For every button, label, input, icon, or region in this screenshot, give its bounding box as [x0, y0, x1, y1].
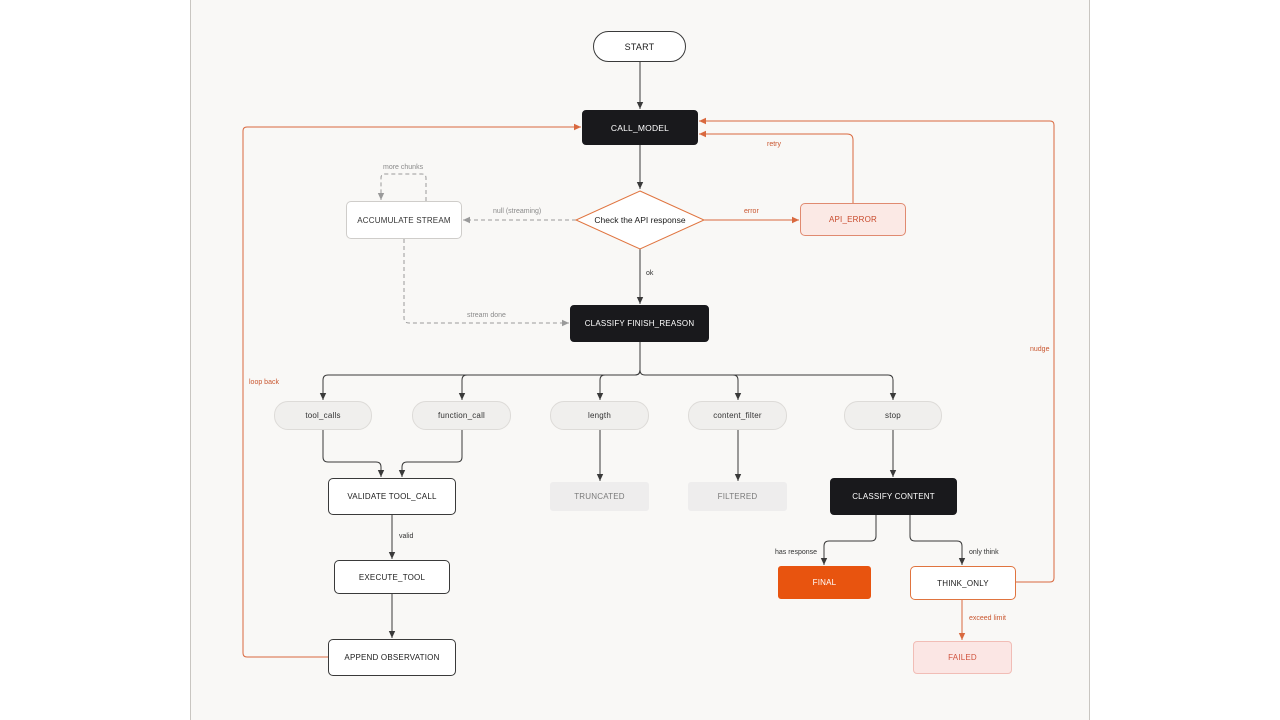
failed-node[interactable]: FAILED [913, 641, 1012, 674]
edge-label-valid: valid [399, 533, 414, 540]
execute-tool-label: EXECUTE_TOOL [358, 572, 426, 582]
accumulate-stream-label: ACCUMULATE STREAM [357, 215, 451, 225]
classify-content-node[interactable]: CLASSIFY CONTENT [830, 478, 957, 515]
edge-label-has-response: has response [775, 549, 818, 556]
edge-label-loop-back: loop back [249, 379, 279, 386]
edge-label-null-streaming: null (streaming) [493, 208, 542, 215]
start-node[interactable]: START [593, 31, 686, 62]
edge-label-nudge: nudge [1030, 346, 1050, 353]
content-filter-node[interactable]: content_filter [688, 401, 787, 430]
final-node[interactable]: FINAL [778, 566, 871, 599]
edge-branch-stop [733, 374, 897, 400]
validate-tool-call-label: VALIDATE TOOL_CALL [347, 492, 437, 501]
filtered-node[interactable]: FILTERED [688, 482, 787, 511]
edge-branch-content-filter [639, 369, 742, 400]
check-api-diamond[interactable] [574, 190, 706, 250]
edge-nudge [699, 117, 1055, 583]
edge-stream-done [403, 239, 569, 327]
call-model-label: CALL_MODEL [610, 122, 670, 133]
failed-label: FAILED [948, 653, 977, 662]
edge-branch-function-call [458, 374, 468, 400]
start-label: START [624, 41, 655, 52]
edge-label-exceed-limit: exceed limit [969, 615, 1006, 622]
truncated-node[interactable]: TRUNCATED [550, 482, 649, 511]
classify-finish-reason-label: CLASSIFY FINISH_REASON [584, 319, 695, 328]
think-only-node[interactable]: THINK_ONLY [910, 566, 1016, 600]
tool-calls-label: tool_calls [305, 411, 341, 420]
edge-branch-tool-calls [319, 369, 641, 400]
append-observation-node[interactable]: APPEND OBSERVATION [328, 639, 456, 676]
accumulate-stream-node[interactable]: ACCUMULATE STREAM [346, 201, 462, 239]
edge-label-only-think: only think [969, 549, 999, 556]
edge-branch-trunk [634, 342, 641, 376]
edge-retry [699, 130, 854, 203]
api-error-node[interactable]: API_ERROR [800, 203, 906, 236]
execute-tool-node[interactable]: EXECUTE_TOOL [334, 560, 450, 594]
stop-node[interactable]: stop [844, 401, 942, 430]
edge-only-think [909, 515, 966, 565]
call-model-node[interactable]: CALL_MODEL [582, 110, 698, 145]
edge-label-retry: retry [767, 141, 781, 148]
edge-label-ok: ok [646, 270, 654, 277]
edge-label-more-chunks: more chunks [383, 164, 424, 171]
final-label: FINAL [812, 578, 837, 587]
check-api-label-box: Check the API response [576, 210, 704, 230]
append-observation-label: APPEND OBSERVATION [344, 653, 440, 662]
edge-branch-length [596, 374, 606, 400]
edge-label-stream-done: stream done [467, 312, 506, 319]
api-error-label: API_ERROR [828, 215, 878, 224]
edge-function-call-validate [398, 430, 463, 477]
edge-more-chunks [377, 173, 427, 201]
length-node[interactable]: length [550, 401, 649, 430]
function-call-node[interactable]: function_call [412, 401, 511, 430]
stop-label: stop [885, 411, 901, 420]
edge-has-response [820, 515, 877, 565]
validate-tool-call-node[interactable]: VALIDATE TOOL_CALL [328, 478, 456, 515]
length-label: length [588, 411, 611, 420]
tool-calls-node[interactable]: tool_calls [274, 401, 372, 430]
filtered-label: FILTERED [717, 492, 758, 501]
function-call-label: function_call [437, 411, 486, 420]
content-filter-label: content_filter [713, 411, 762, 420]
classify-finish-reason-node[interactable]: CLASSIFY FINISH_REASON [570, 305, 709, 342]
classify-content-label: CLASSIFY CONTENT [852, 492, 935, 501]
edge-loop-back [242, 123, 581, 658]
edge-label-error: error [744, 208, 759, 215]
edge-tool-calls-validate [322, 430, 385, 477]
check-api-label: Check the API response [594, 215, 686, 225]
truncated-label: TRUNCATED [574, 492, 625, 501]
think-only-label: THINK_ONLY [937, 578, 989, 588]
